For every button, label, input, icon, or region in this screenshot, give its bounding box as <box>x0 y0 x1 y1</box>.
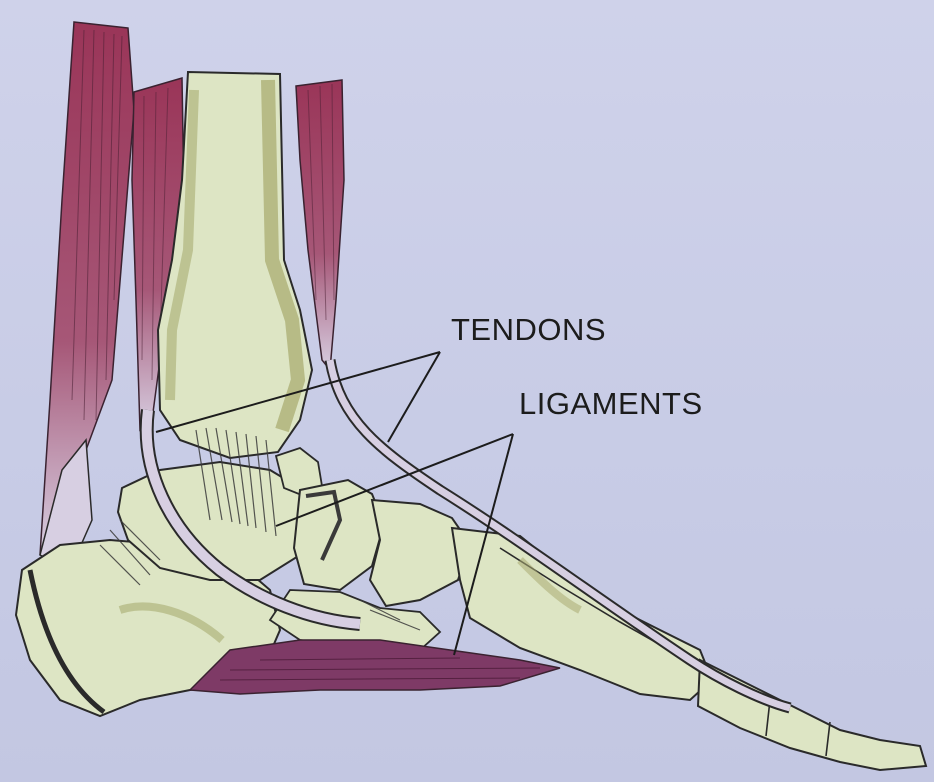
tendons-label: TENDONS <box>451 312 606 348</box>
ligaments-label: LIGAMENTS <box>519 386 703 422</box>
phalanx-bone <box>698 660 926 770</box>
plantar-ligament <box>190 640 560 694</box>
